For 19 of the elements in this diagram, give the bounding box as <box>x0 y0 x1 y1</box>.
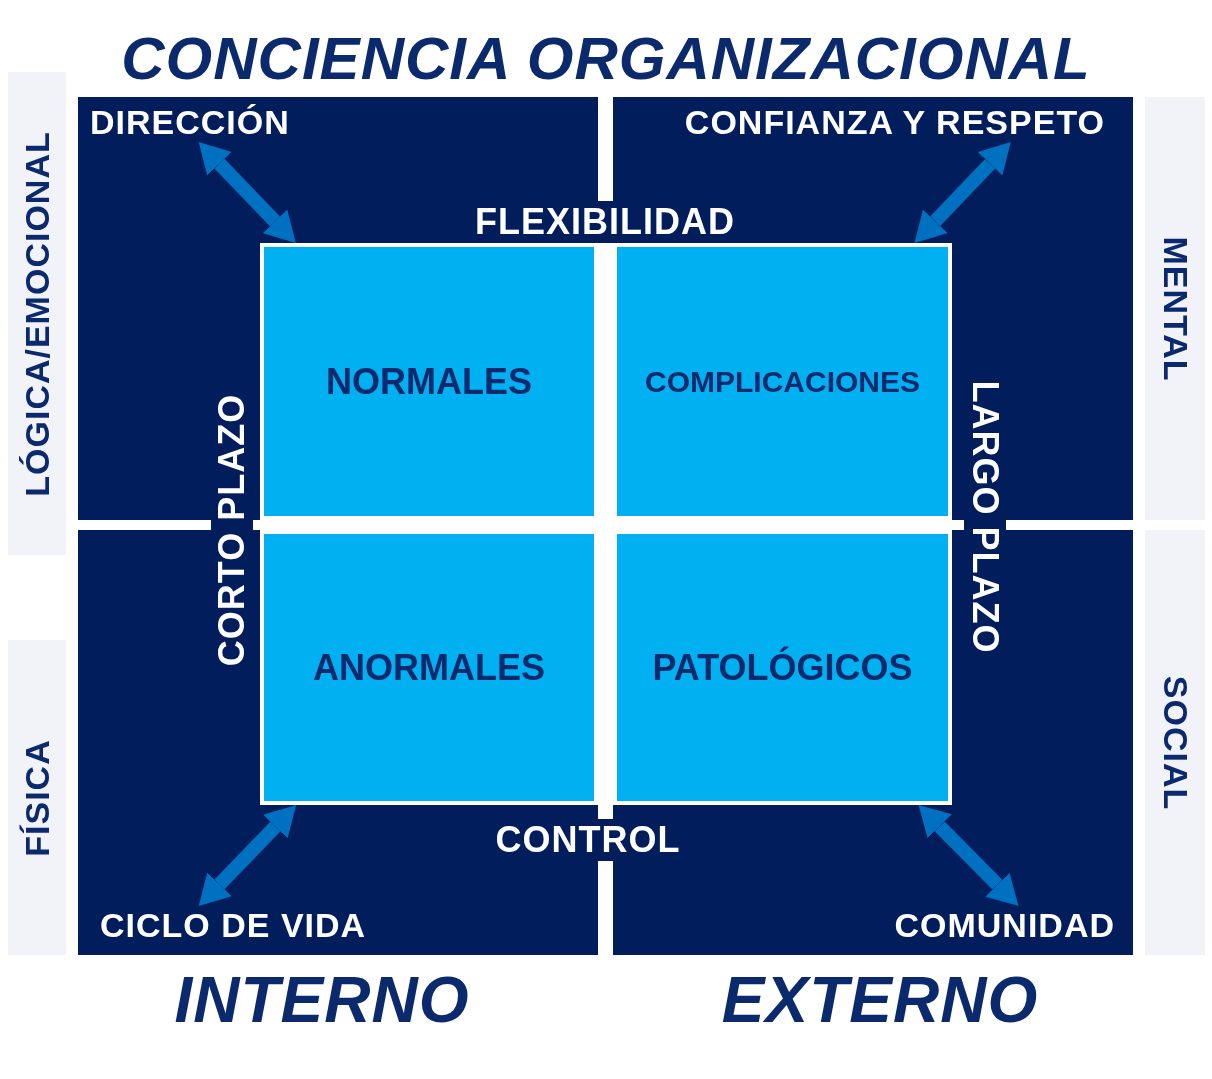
corner-label: DIRECCIÓN <box>90 103 290 142</box>
diagram-title: CONCIENCIA ORGANIZACIONAL <box>120 24 1092 93</box>
corner-label: CONFIANZA Y RESPETO <box>684 103 1105 142</box>
double-arrow <box>198 805 297 906</box>
corner-label: CICLO DE VIDA <box>100 906 367 945</box>
band-label: FÍSICA <box>17 738 57 857</box>
double-arrow <box>198 142 296 243</box>
band-label: SOCIAL <box>1155 675 1195 810</box>
axis-label: EXTERNO <box>720 963 1040 1037</box>
quadrant-label: NORMALES <box>326 360 532 403</box>
quadrant-label: ANORMALES <box>313 646 545 689</box>
band-label: MENTAL <box>1155 235 1195 382</box>
quadrant-label: COMPLICACIONES <box>645 364 920 399</box>
quadrant-label: PATOLÓGICOS <box>652 646 913 689</box>
double-arrow <box>914 142 1011 243</box>
double-arrow <box>918 805 1019 906</box>
band-label: LÓGICA/EMOCIONAL <box>17 130 57 497</box>
corner-label: COMUNIDAD <box>894 906 1115 945</box>
axis-label: INTERNO <box>173 963 471 1037</box>
